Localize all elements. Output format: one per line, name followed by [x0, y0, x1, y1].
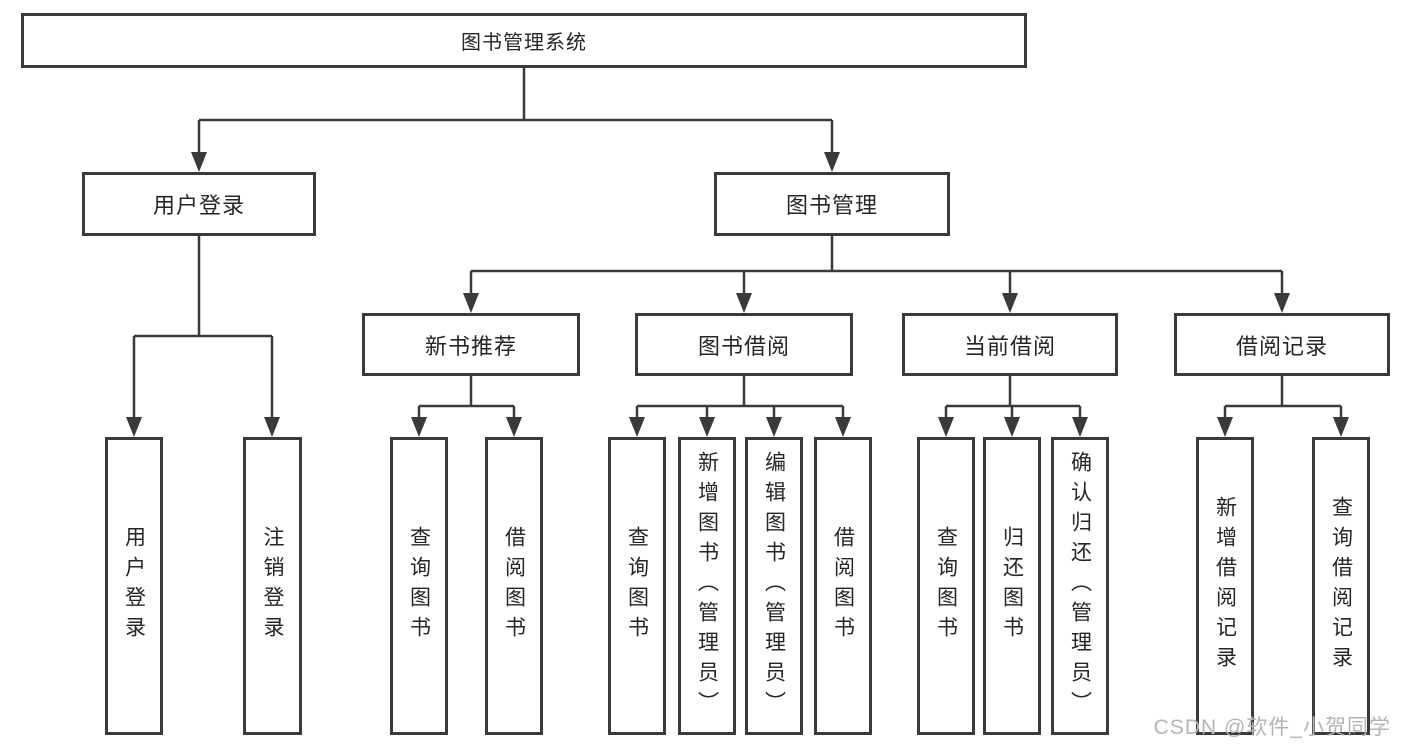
leaf-label: 查询借阅记录: [1329, 496, 1353, 676]
node-new-book-recommend: 新书推荐: [362, 313, 580, 376]
leaf-return-book: 归还图书: [983, 437, 1041, 735]
leaf-label: 新增借阅记录: [1213, 496, 1237, 676]
node-label: 图书管理: [785, 193, 878, 218]
leaf-add-borrow-record: 新增借阅记录: [1196, 437, 1254, 735]
leaf-label: 查询图书: [407, 526, 431, 646]
leaf-query-borrow-record: 查询借阅记录: [1312, 437, 1370, 735]
node-library-management-system: 图书管理系统: [21, 13, 1027, 68]
leaf-label: 借阅图书: [502, 526, 526, 646]
leaf-borrow-books-recommend: 借阅图书: [485, 437, 543, 735]
connector-current-borrow-to-leaves: [938, 376, 1088, 437]
csdn-watermark: CSDN @软件_小贺同学: [1153, 716, 1391, 739]
connector-new-book-recommend-to-leaves: [411, 376, 522, 437]
node-borrow-records: 借阅记录: [1174, 313, 1390, 376]
leaf-label: 查询图书: [625, 526, 649, 646]
node-label: 当前借阅: [963, 333, 1056, 359]
leaf-user-login: 用户登录: [105, 437, 163, 735]
connector-book-management-to-level3: [463, 236, 1290, 313]
leaf-label: 用户登录: [122, 526, 146, 646]
leaf-add-book-admin: 新增图书（管理员）: [678, 437, 736, 735]
leaf-edit-book-admin: 编辑图书（管理员）: [745, 437, 803, 735]
leaf-confirm-return-admin: 确认归还（管理员）: [1051, 437, 1109, 735]
leaf-query-books-borrow: 查询图书: [608, 437, 666, 735]
leaf-label: 注销登录: [261, 526, 284, 646]
node-label: 图书借阅: [697, 333, 790, 359]
leaf-label: 新增图书（管理员）: [695, 451, 719, 721]
node-current-borrow: 当前借阅: [902, 313, 1118, 376]
node-label: 图书管理系统: [461, 32, 587, 54]
node-book-management: 图书管理: [714, 172, 950, 236]
leaf-label: 编辑图书（管理员）: [762, 451, 786, 721]
leaf-label: 借阅图书: [831, 526, 855, 646]
node-book-borrow: 图书借阅: [635, 313, 853, 376]
leaf-label: 查询图书: [934, 526, 958, 646]
leaf-label: 归还图书: [1000, 526, 1024, 646]
leaf-logout: 注销登录: [243, 437, 302, 735]
leaf-query-books-current: 查询图书: [917, 437, 975, 735]
connector-borrow-records-to-leaves: [1217, 376, 1349, 437]
leaf-borrow-books: 借阅图书: [814, 437, 872, 735]
node-label: 借阅记录: [1235, 333, 1328, 359]
node-label: 用户登录: [152, 193, 245, 218]
connector-root-to-level2: [191, 68, 840, 172]
connector-book-borrow-to-leaves: [629, 376, 851, 437]
leaf-query-books-recommend: 查询图书: [390, 437, 448, 735]
connector-user-login-to-leaves: [126, 236, 280, 437]
leaf-label: 确认归还（管理员）: [1068, 451, 1092, 721]
node-label: 新书推荐: [424, 333, 517, 359]
node-user-login: 用户登录: [82, 172, 316, 236]
